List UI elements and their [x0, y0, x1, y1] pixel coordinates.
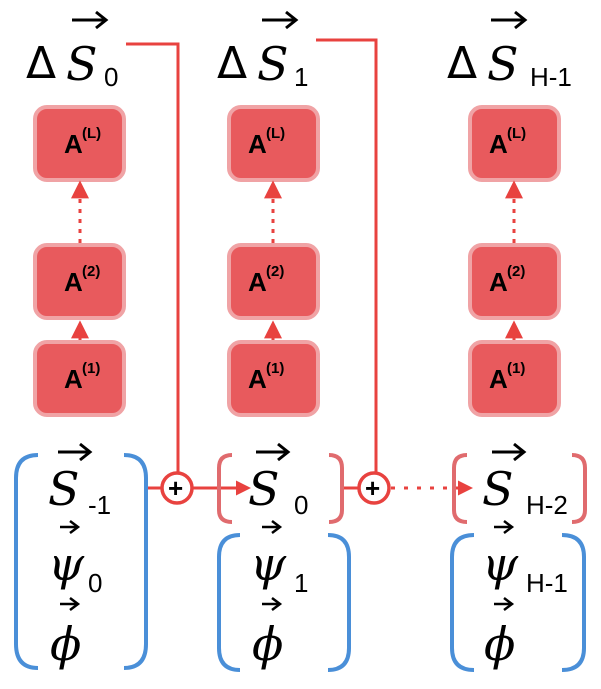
- state-var: S: [257, 37, 289, 91]
- delta-s1-wire: [316, 38, 378, 474]
- state-bracket-right: [328, 453, 344, 524]
- block-base: A: [64, 364, 83, 394]
- state-subscript: -1: [88, 490, 111, 520]
- block-base: A: [64, 267, 83, 297]
- block-a-l-1: A (L): [227, 105, 320, 182]
- phi-var: ϕ: [50, 617, 81, 671]
- state-bracket-left: [452, 453, 468, 524]
- vector-arrow-head: [285, 10, 299, 30]
- delta-label-1: Δ S 1: [217, 10, 308, 92]
- block-base: A: [489, 267, 508, 297]
- vector-arrow-head: [79, 442, 93, 462]
- block-sup: (1): [507, 360, 525, 377]
- delta-symbol: Δ: [217, 38, 247, 89]
- delta-label-2: Δ S H-1: [447, 10, 572, 92]
- block-base: A: [248, 364, 267, 394]
- vector-arrow-head: [69, 520, 81, 534]
- vector-arrow-head: [503, 520, 515, 534]
- psi-subscript: 1: [294, 568, 308, 598]
- block-base: A: [248, 129, 267, 159]
- vector-arrow-head: [271, 597, 283, 611]
- column-0: Δ S 0 A (L) A (2) A (1): [26, 10, 126, 417]
- block-sup: (L): [507, 125, 526, 142]
- state-subscript: 0: [294, 490, 308, 520]
- block-sup: (1): [266, 360, 284, 377]
- block-sup: (2): [266, 263, 284, 280]
- block-base: A: [489, 364, 508, 394]
- delta-subscript: 1: [294, 62, 308, 92]
- adder-1: +: [357, 471, 391, 505]
- psi-var: ψ: [482, 537, 519, 591]
- phi-var: ϕ: [252, 617, 283, 671]
- adder-ring: [357, 471, 391, 505]
- state-var: S: [482, 462, 514, 516]
- psi-var: ψ: [48, 537, 85, 591]
- block-sup: (2): [82, 263, 100, 280]
- input-bracket-left: [14, 453, 39, 670]
- vector-arrow-head: [277, 442, 291, 462]
- vector-arrow-head: [271, 520, 283, 534]
- block-a-1-1: A (1): [227, 340, 320, 417]
- input-group-2: S H-2 ψ H-1 ϕ: [450, 442, 587, 672]
- input-group-1: S 0 ψ 1 ϕ: [217, 442, 351, 672]
- block-base: A: [64, 129, 83, 159]
- block-base: A: [489, 129, 508, 159]
- delta-symbol: Δ: [447, 38, 477, 89]
- vector-arrow-head: [514, 10, 528, 30]
- adder-plus: +: [168, 473, 183, 503]
- input-group-0: S -1 ψ 0 ϕ: [14, 442, 148, 671]
- block-sup: (L): [82, 125, 101, 142]
- input-bracket-right: [561, 533, 586, 672]
- delta-symbol: Δ: [26, 38, 56, 89]
- psi-subscript: 0: [88, 568, 102, 598]
- vector-arrow-head: [95, 10, 109, 30]
- block-base: A: [248, 267, 267, 297]
- block-a-1-2: A (1): [468, 340, 561, 417]
- column-1: Δ S 1 A (L) A (2) A (1): [217, 10, 320, 417]
- phi-var: ϕ: [484, 617, 515, 671]
- state-var: S: [66, 37, 98, 91]
- input-bracket-right: [327, 533, 351, 672]
- state-subscript: H-2: [526, 490, 568, 520]
- state-bracket-left: [217, 453, 233, 524]
- block-a-2-2: A (2): [468, 243, 561, 320]
- vector-arrow-head: [513, 442, 527, 462]
- block-sup: (L): [266, 125, 285, 142]
- delta-s0-wire: [126, 42, 180, 474]
- state-var: S: [487, 37, 519, 91]
- block-a-1-0: A (1): [33, 340, 126, 417]
- block-a-2-0: A (2): [33, 243, 126, 320]
- block-sup: (2): [507, 263, 525, 280]
- adder-ring: [160, 471, 194, 505]
- input-bracket-left: [450, 533, 475, 672]
- state-var: S: [48, 462, 80, 516]
- vector-arrow-head: [69, 597, 81, 611]
- delta-label-0: Δ S 0: [26, 10, 118, 92]
- delta-subscript: H-1: [530, 62, 572, 92]
- psi-subscript: H-1: [526, 568, 568, 598]
- block-a-l-0: A (L): [33, 105, 126, 182]
- block-sup: (1): [82, 360, 100, 377]
- state-bracket-right: [571, 453, 587, 524]
- block-a-l-2: A (L): [468, 105, 561, 182]
- adder-0: +: [160, 471, 194, 505]
- delta-subscript: 0: [104, 62, 118, 92]
- input-bracket-left: [217, 533, 241, 672]
- psi-var: ψ: [250, 537, 287, 591]
- column-2: Δ S H-1 A (L) A (2) A (1): [447, 10, 572, 417]
- vector-arrow-head: [503, 597, 515, 611]
- input-bracket-right: [123, 453, 148, 670]
- state-var: S: [248, 462, 280, 516]
- adder-plus: +: [365, 473, 380, 503]
- block-a-2-1: A (2): [227, 243, 320, 320]
